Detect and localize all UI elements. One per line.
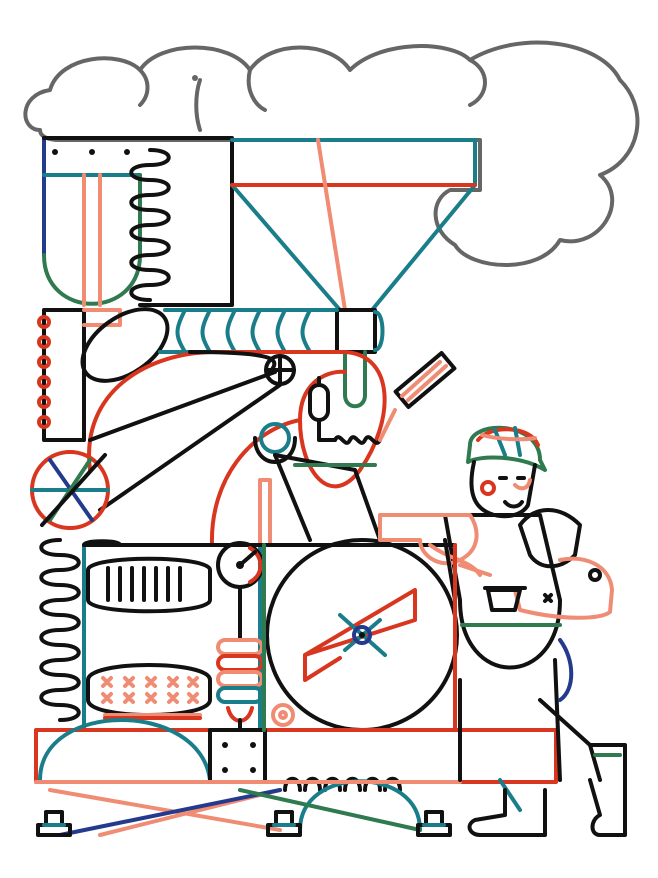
gauge-icon — [216, 541, 264, 642]
canister-icon — [308, 376, 382, 445]
person-icon — [378, 425, 627, 837]
boot-icon — [467, 743, 627, 837]
belt-drive-icon — [87, 350, 347, 512]
feet-icon — [36, 810, 452, 837]
stack-icon — [216, 638, 264, 732]
coffee-cup-icon — [483, 586, 527, 612]
connector-lines-icon — [82, 539, 457, 732]
left-tank-icon — [42, 136, 234, 307]
cloud-icon — [23, 40, 640, 267]
chain-icon — [37, 308, 122, 442]
spring-icon — [129, 148, 171, 302]
tent-body-icon — [253, 422, 382, 542]
grater-icon — [378, 351, 457, 442]
knit-cap-icon — [466, 425, 547, 472]
machine-body-icon — [82, 543, 457, 732]
drum-icon — [265, 538, 459, 732]
machine-base-icon — [34, 718, 558, 837]
coil-spring-icon — [39, 538, 81, 722]
funnel-hopper-icon — [230, 138, 477, 409]
gear-icon — [271, 703, 295, 727]
wheel-icon — [30, 450, 110, 530]
